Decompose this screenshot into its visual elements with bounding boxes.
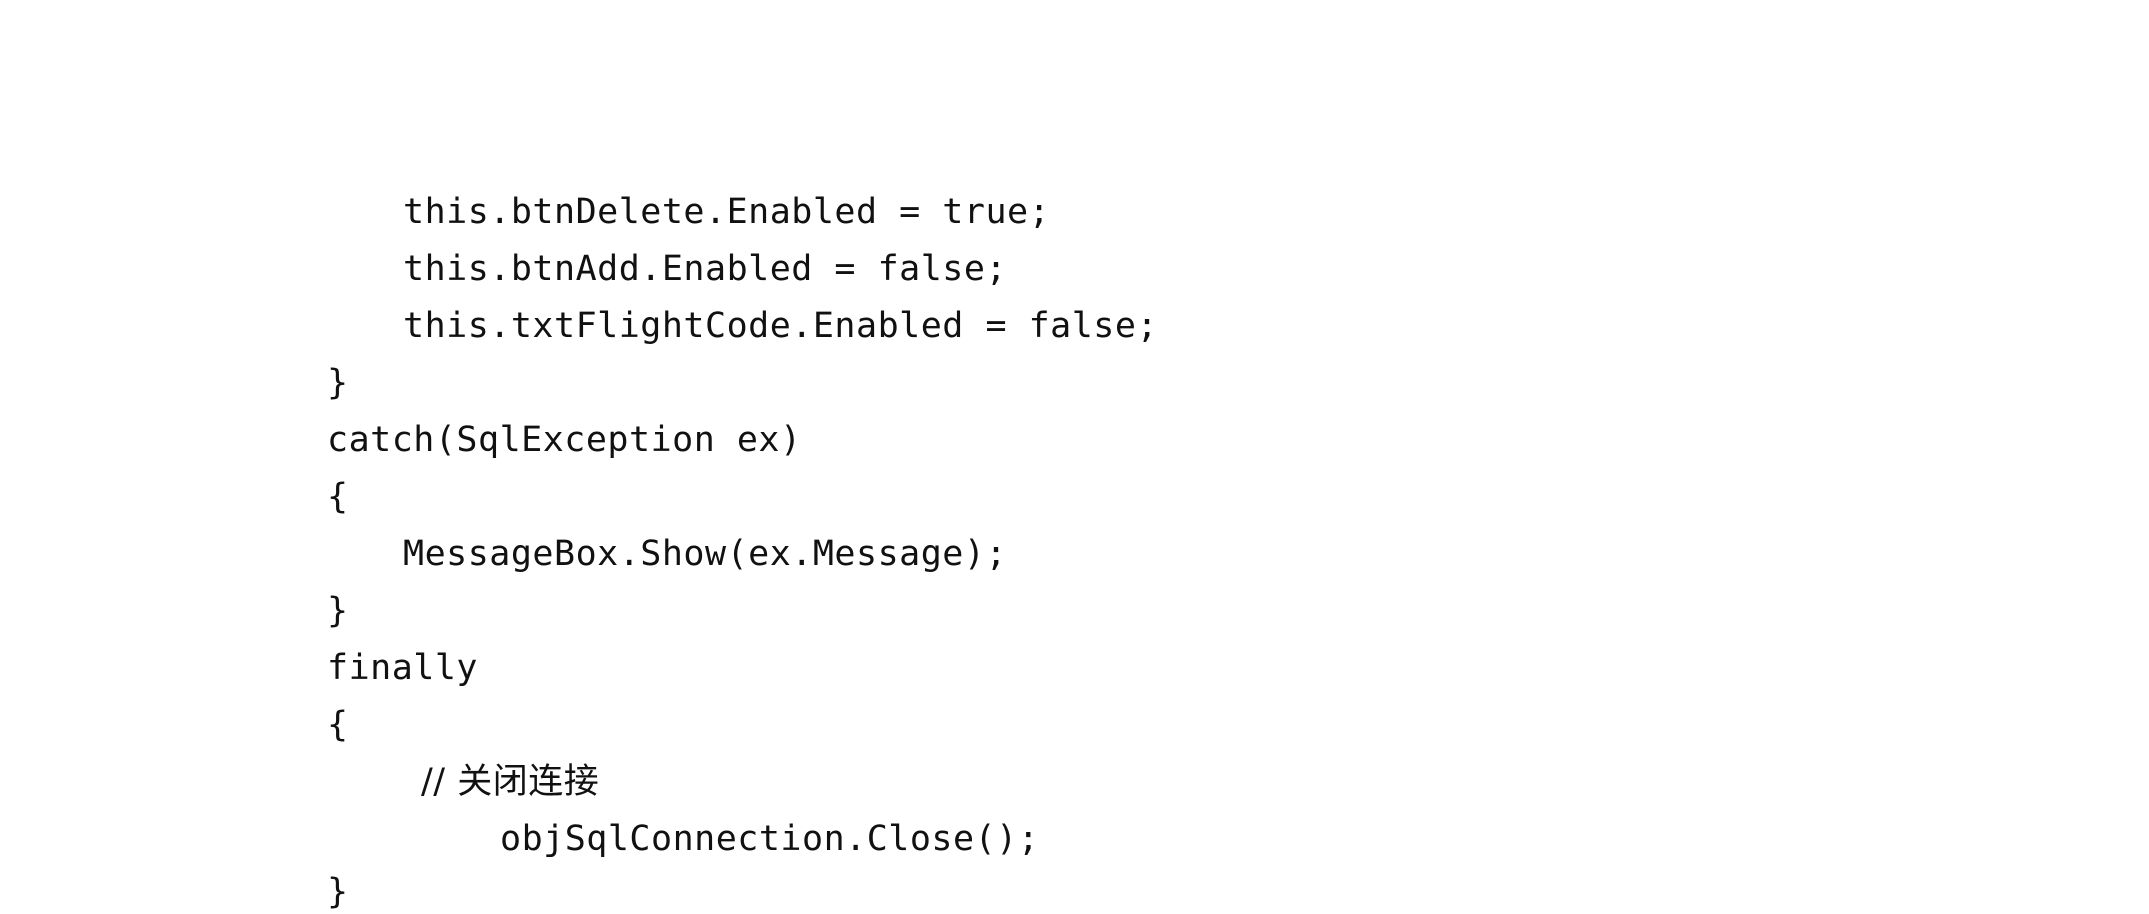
- code-line-2: this.btnAdd.Enabled = false;: [403, 249, 1008, 289]
- code-line-6: {: [327, 477, 349, 517]
- code-line-1: this.btnDelete.Enabled = true;: [403, 192, 1051, 232]
- code-line-13: }: [327, 872, 349, 912]
- code-line-3: this.txtFlightCode.Enabled = false;: [403, 306, 1159, 346]
- code-line-9: finally: [327, 648, 479, 688]
- code-line-7: MessageBox.Show(ex.Message);: [403, 534, 1008, 574]
- code-line-4: }: [327, 363, 349, 403]
- code-comment-line: // 关闭连接: [421, 762, 600, 802]
- code-line-10: {: [327, 705, 349, 745]
- code-line-12: objSqlConnection.Close();: [500, 819, 1040, 859]
- code-line-8: }: [327, 591, 349, 631]
- code-line-5: catch(SqlException ex): [327, 420, 802, 460]
